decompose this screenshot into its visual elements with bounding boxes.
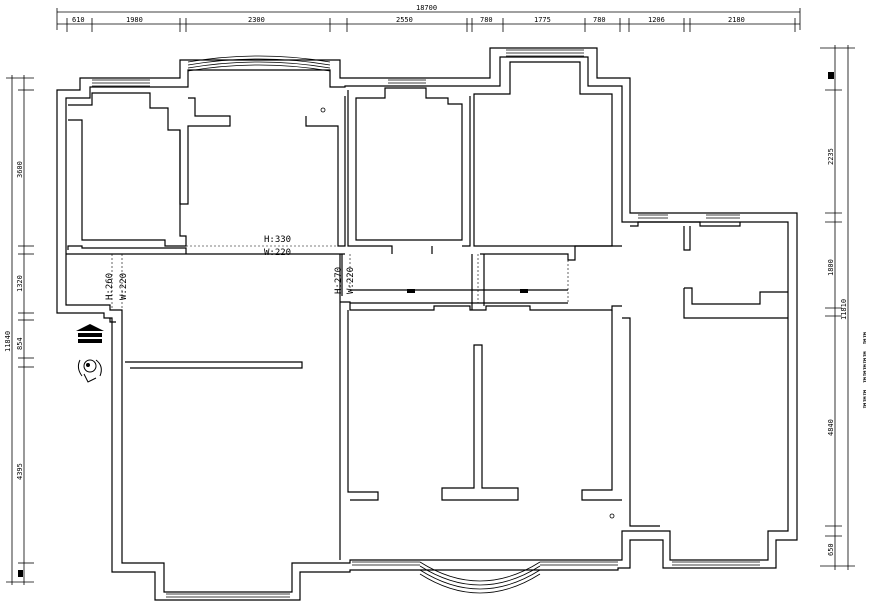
top-dim-9: 2180 — [728, 16, 745, 24]
upper-corridor-w-label: W:220 — [264, 248, 291, 258]
top-dim-7: 780 — [593, 16, 606, 24]
right-dimension-chain — [820, 45, 855, 570]
switch-marker-2 — [520, 289, 528, 293]
top-dim-5: 780 — [480, 16, 493, 24]
upper-corridor-h-label: H:330 — [264, 235, 291, 245]
openings-dashed — [111, 245, 569, 310]
top-dimension-chain — [56, 8, 801, 32]
right-dim-1: 2235 — [827, 148, 835, 165]
person-figure-icon — [77, 359, 102, 383]
top-dim-8: 1206 — [648, 16, 665, 24]
fixture-marker-2 — [609, 513, 615, 519]
top-dim-1: 610 — [72, 16, 85, 24]
left-door-w-label: W:220 — [119, 273, 129, 300]
top-dim-4: 2550 — [396, 16, 413, 24]
fixture-marker-1 — [320, 107, 326, 113]
switch-marker-1 — [407, 289, 415, 293]
left-marker — [18, 570, 23, 577]
left-dim-4: 4395 — [16, 463, 24, 480]
top-dim-2: 1980 — [126, 16, 143, 24]
entrance-arrow-icon — [76, 324, 104, 343]
right-dim-2: 1800 — [827, 259, 835, 276]
top-dim-3: 2300 — [248, 16, 265, 24]
right-dim-3: 4840 — [827, 419, 835, 436]
right-dim-4: 650 — [827, 543, 835, 556]
left-dim-2: 1320 — [16, 275, 24, 292]
side-title: ™™™ ™™™™™ ™™ — [863, 331, 869, 409]
windows — [92, 49, 760, 598]
outer-walls — [56, 47, 798, 601]
overall-height-left-label: 11840 — [4, 331, 12, 352]
right-marker — [828, 72, 834, 79]
left-dim-3: 854 — [16, 337, 24, 350]
overall-height-right-label: 11810 — [840, 299, 848, 320]
left-door-h-label: H:260 — [105, 273, 115, 300]
mid-door-h-label: H:270 — [334, 267, 344, 294]
mid-door-w-label: W:220 — [346, 267, 356, 294]
overall-width-label: 18700 — [416, 4, 437, 12]
interior-walls — [66, 61, 788, 560]
left-dim-1: 3600 — [16, 161, 24, 178]
top-dim-6: 1775 — [534, 16, 551, 24]
left-dimension-chain — [6, 75, 34, 585]
